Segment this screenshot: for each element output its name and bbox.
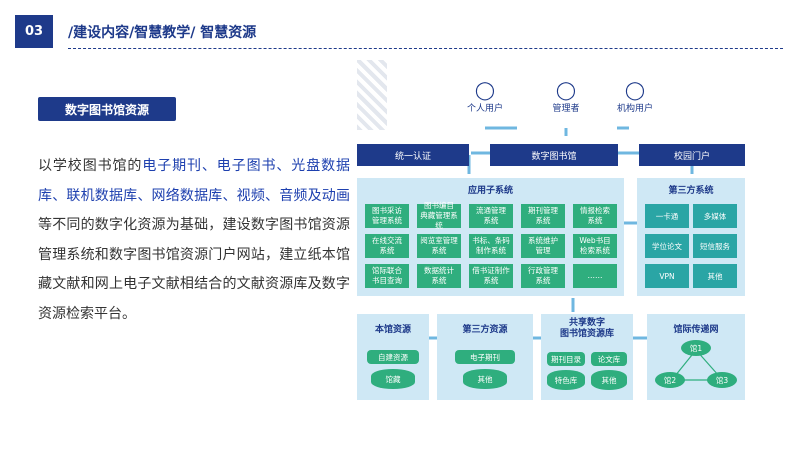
third-party-box: 其他 — [693, 264, 737, 288]
section-number: 03 — [15, 15, 53, 48]
connector-arrows — [421, 126, 694, 340]
resource-cylinder: 其他 — [463, 369, 507, 389]
subsystem-box: 馆际联合 书目查询 — [365, 264, 409, 288]
panel-title: 第三方资源 — [462, 325, 508, 335]
subsystem-box: 在线交流 系统 — [365, 234, 409, 258]
third-party-box: 短信服务 — [693, 234, 737, 258]
body-text: 等不同的数字化资源为基础，建设数字图书馆资源管理系统和数字图书馆资源门户网站，建… — [38, 217, 350, 322]
third-party-box: VPN — [645, 264, 689, 288]
app-grid: 图书采访 管理系统图书编目 典藏管理系统流通管理 系统期刊管理 系统情报检索 系… — [365, 201, 617, 288]
user-admin: ◯ 管理者 — [534, 80, 598, 114]
panel-interlibrary: 馆际传递网 馆1 馆2 馆3 — [647, 314, 745, 400]
network-node: 馆3 — [707, 372, 737, 388]
architecture-diagram: ◯ 个人用户 ◯ 管理者 ◯ 机构用户 统一认证 数字图书馆 校园门户 应用子系… — [357, 68, 764, 400]
panel-title: 第三方系统 — [668, 186, 714, 196]
panel-title: 馆际传递网 — [673, 325, 719, 335]
description-paragraph: 以学校图书馆的电子期刊、电子图书、光盘数据库、联机数据库、网络数据库、视频、音频… — [38, 152, 350, 329]
third-party-box: 学位论文 — [645, 234, 689, 258]
resource-pill: 自建资源 — [367, 350, 419, 364]
resource-pill: 期刊目录 — [547, 352, 585, 366]
panel-title: 共享数字 图书馆资源库 — [559, 318, 614, 339]
bar-digital-library: 数字图书馆 — [490, 144, 618, 166]
panel-title: 本馆资源 — [374, 325, 411, 335]
watermark: CSDN @黄焖鸡能干四碗 — [667, 428, 790, 441]
user-icon: ◯ — [474, 80, 496, 101]
subsystem-box: 图书采访 管理系统 — [365, 204, 409, 228]
resource-pill: 论文库 — [591, 352, 627, 366]
bar-unified-auth: 统一认证 — [357, 144, 469, 166]
subsystem-box: 借书证制作 系统 — [469, 264, 513, 288]
user-icon: ◯ — [624, 80, 646, 101]
subsystem-box: Web书目 检索系统 — [573, 234, 617, 258]
user-label: 个人用户 — [466, 104, 503, 114]
third-party-box: 一卡通 — [645, 204, 689, 228]
subsystem-box: 书标、条码 制作系统 — [469, 234, 513, 258]
body-text: 以学校图书馆的 — [38, 158, 143, 174]
divider — [68, 48, 783, 49]
user-personal: ◯ 个人用户 — [453, 80, 517, 114]
subsystem-box: 期刊管理 系统 — [521, 204, 565, 228]
subsystem-box: 数据统计 系统 — [417, 264, 461, 288]
resource-cylinder: 其他 — [591, 370, 627, 390]
subsystem-box: …… — [573, 264, 617, 288]
subsystem-box: 情报检索 系统 — [573, 204, 617, 228]
subsystem-box: 阅览室管理 系统 — [417, 234, 461, 258]
bar-campus-portal: 校园门户 — [639, 144, 745, 166]
user-label: 机构用户 — [616, 104, 653, 114]
resource-cylinder: 特色库 — [547, 370, 585, 390]
decorative-pattern — [357, 60, 387, 130]
subsystem-box: 流通管理 系统 — [469, 204, 513, 228]
panel-title: 应用子系统 — [467, 186, 513, 196]
panel-third-resource: 第三方资源 电子期刊 其他 — [437, 314, 533, 400]
section-tag: 数字图书馆资源 — [38, 97, 176, 121]
network-links — [674, 349, 720, 381]
third-party-box: 多媒体 — [693, 204, 737, 228]
resource-cylinder: 馆藏 — [371, 369, 415, 389]
subsystem-box: 行政管理 系统 — [521, 264, 565, 288]
panel-local-resource: 本馆资源 自建资源 馆藏 — [357, 314, 429, 400]
panel-shared-resource: 共享数字 图书馆资源库 期刊目录 论文库 特色库 其他 — [541, 314, 633, 400]
subsystem-box: 系统维护 管理 — [521, 234, 565, 258]
highlight-text: 电子期刊、电子图书、光盘数据库、联机数据库、网络数据库、视频、音频及动画 — [38, 158, 351, 204]
resource-pill: 电子期刊 — [455, 350, 515, 364]
network-node: 馆2 — [655, 372, 685, 388]
panel-application: 应用子系统 图书采访 管理系统图书编目 典藏管理系统流通管理 系统期刊管理 系统… — [357, 178, 624, 296]
user-institution: ◯ 机构用户 — [603, 80, 667, 114]
user-label: 管理者 — [552, 104, 580, 114]
user-icon: ◯ — [555, 80, 577, 101]
page-title: /建设内容/智慧教学/ 智慧资源 — [68, 25, 257, 41]
network-node: 馆1 — [681, 340, 711, 356]
subsystem-box: 图书编目 典藏管理系统 — [417, 201, 461, 230]
